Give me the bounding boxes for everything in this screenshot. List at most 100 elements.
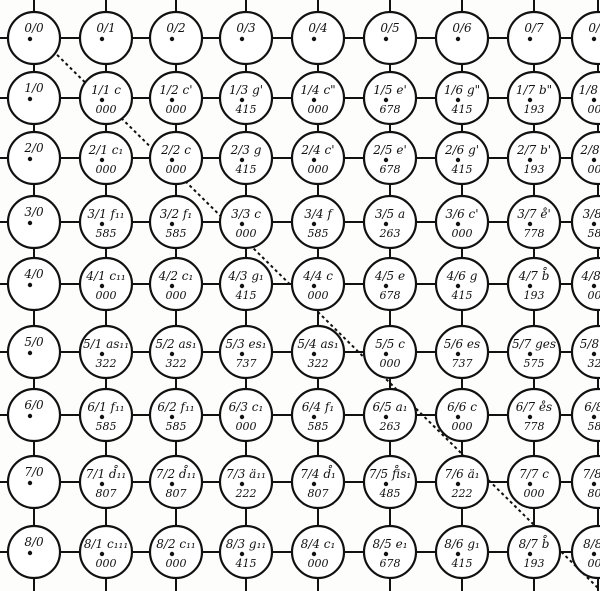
node-ratio-label: 6/6 c	[447, 400, 477, 414]
node-ratio-label: 3/1 f₁₁	[87, 207, 124, 221]
node-center-dot	[169, 414, 175, 420]
node-center-dot	[239, 97, 245, 103]
node-center-dot	[311, 97, 317, 103]
node-circle	[218, 130, 274, 186]
node-ratio-label: 5/0	[24, 335, 44, 349]
node-circle	[218, 70, 274, 126]
node-digits-label: 000	[588, 289, 600, 302]
node-circle	[218, 194, 274, 250]
node-circle	[148, 387, 204, 443]
node-5-8: 5/8 as322	[570, 324, 600, 380]
node-1-6: 1/6 g"415	[434, 70, 490, 126]
node-0-7: 0/7	[506, 10, 562, 66]
node-digits-label: 000	[452, 227, 473, 240]
node-circle	[506, 524, 562, 580]
node-ratio-label: 2/5 e'	[372, 143, 407, 157]
node-digits-label: 415	[235, 163, 257, 176]
node-digits-label: 737	[236, 357, 257, 370]
node-8-0: 8/0	[6, 524, 62, 580]
node-digits-label: 415	[235, 103, 257, 116]
node-center-dot	[27, 36, 33, 42]
node-circle	[218, 256, 274, 312]
node-6-6: 6/6 c 000	[434, 387, 490, 443]
node-ratio-label: 3/3 c	[231, 207, 261, 221]
node-ratio-label: 6/4 f₁	[302, 400, 334, 414]
node-ratio-label: 0/6	[452, 21, 472, 35]
node-digits-label: 807	[308, 487, 329, 500]
node-ratio-label: 1/0	[24, 81, 44, 95]
node-ratio-label: 4/7 b̊	[518, 265, 550, 283]
node-ratio-label: 1/1 c	[91, 83, 121, 97]
node-center-dot	[527, 283, 533, 289]
node-center-dot	[591, 221, 597, 227]
node-center-dot	[527, 414, 533, 420]
node-digits-label: 000	[588, 163, 600, 176]
node-ratio-label: 3/7 e̊'	[517, 206, 551, 221]
node-digits-label: 322	[308, 357, 329, 370]
node-circle	[78, 130, 134, 186]
node-circle	[362, 454, 418, 510]
node-digits-label: 000	[380, 357, 401, 370]
node-circle	[78, 194, 134, 250]
node-circle	[218, 10, 274, 66]
node-circle	[570, 524, 600, 580]
node-1-0: 1/0	[6, 70, 62, 126]
node-digits-label: 263	[379, 227, 401, 240]
node-circle	[570, 454, 600, 510]
node-circle	[148, 454, 204, 510]
node-ratio-label: 4/5 e	[374, 269, 405, 283]
node-circle	[434, 324, 490, 380]
node-center-dot	[591, 481, 597, 487]
node-center-dot	[99, 481, 105, 487]
node-circle	[434, 10, 490, 66]
node-ratio-label: 4/1 c₁₁	[85, 269, 125, 283]
node-center-dot	[383, 97, 389, 103]
node-circle	[362, 324, 418, 380]
node-center-dot	[99, 414, 105, 420]
node-1-8: 1/8 c"'000	[570, 70, 600, 126]
node-ratio-label: 0/1	[96, 21, 115, 35]
node-center-dot	[311, 414, 317, 420]
node-center-dot	[591, 414, 597, 420]
node-ratio-label: 8/7 b̊	[519, 533, 550, 551]
node-ratio-label: 3/5 a	[375, 207, 405, 221]
node-0-4: 0/4	[290, 10, 346, 66]
node-center-dot	[99, 97, 105, 103]
node-center-dot	[591, 283, 597, 289]
node-ratio-label: 6/0	[24, 398, 44, 412]
node-digits-label: 585	[308, 420, 329, 433]
node-ratio-label: 7/2 d̊₁₁	[156, 463, 196, 481]
node-digits-label: 000	[452, 420, 473, 433]
node-digits-label: 000	[524, 487, 545, 500]
node-center-dot	[527, 481, 533, 487]
node-ratio-label: 1/3 g'	[229, 83, 263, 97]
node-center-dot	[527, 36, 533, 42]
node-circle	[434, 454, 490, 510]
node-center-dot	[27, 550, 33, 556]
node-digits-label: 000	[588, 557, 600, 570]
node-circle	[6, 524, 62, 580]
node-center-dot	[383, 351, 389, 357]
node-digits-label: 678	[380, 289, 401, 302]
node-2-0: 2/0	[6, 130, 62, 186]
node-center-dot	[455, 36, 461, 42]
node-0-6: 0/6	[434, 10, 490, 66]
node-center-dot	[99, 221, 105, 227]
node-ratio-label: 8/6 g₁	[444, 537, 480, 551]
node-ratio-label: 1/8 c"'	[579, 83, 600, 97]
node-circle	[6, 454, 62, 510]
node-ratio-label: 2/1 c₁	[88, 143, 124, 157]
node-circle	[148, 130, 204, 186]
node-ratio-label: 0/7	[524, 21, 544, 35]
node-3-0: 3/0	[6, 194, 62, 250]
